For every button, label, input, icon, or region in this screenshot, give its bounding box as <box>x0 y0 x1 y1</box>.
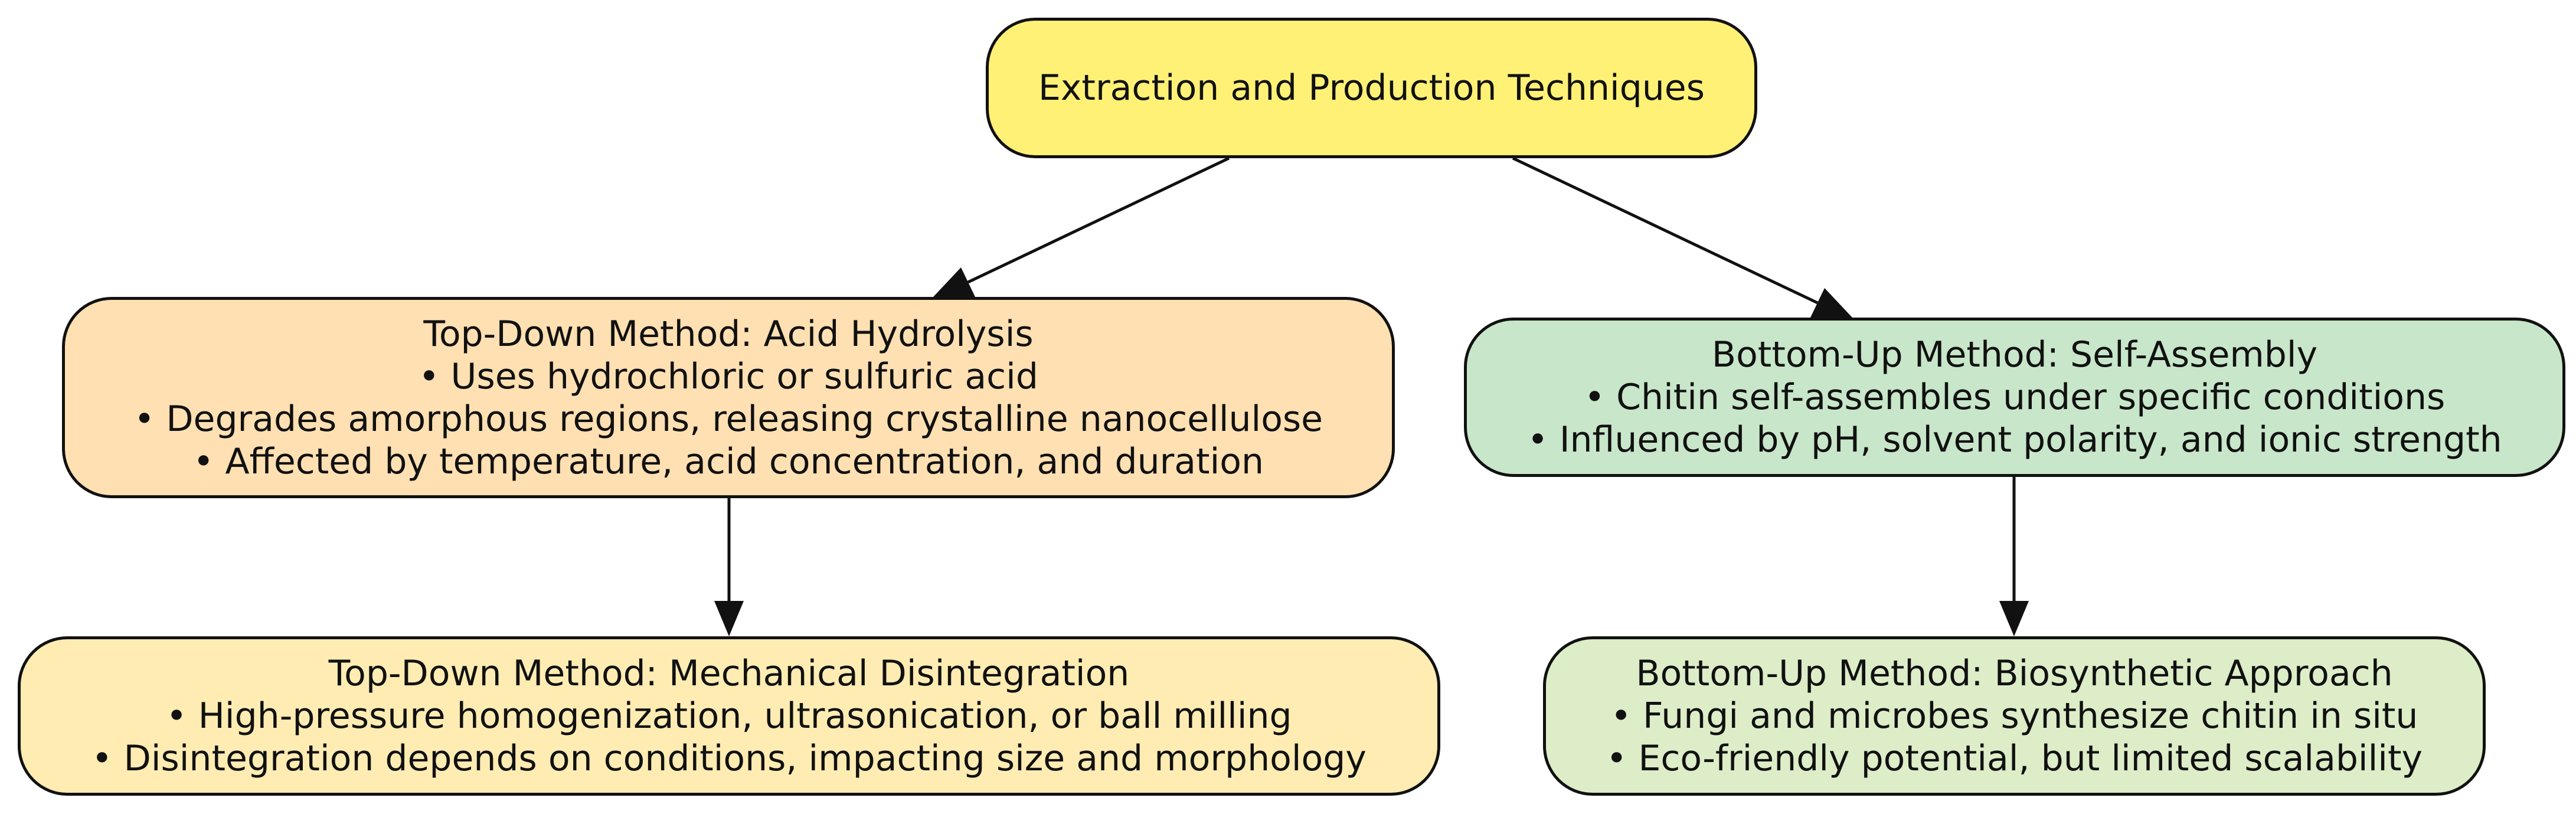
node-bullet: • Uses hydrochloric or sulfuric acid <box>419 355 1038 397</box>
arrowhead-icon <box>1999 601 2029 636</box>
arrowhead-icon <box>933 267 975 297</box>
node-bullet: • High-pressure homogenization, ultrason… <box>166 695 1292 737</box>
node-title: Bottom-Up Method: Self-Assembly <box>1711 334 2318 375</box>
node-bullet: • Chitin self-assembles under specific c… <box>1584 377 2446 418</box>
edge-root-to-acid-hydrolysis <box>933 156 1230 297</box>
node-extraction-production-techniques: Extraction and Production Techniques <box>986 18 1757 158</box>
edge-line <box>1512 156 1819 305</box>
node-bullet: • Eco-friendly potential, but limited sc… <box>1606 738 2423 779</box>
node-title: Top-Down Method: Mechanical Disintegrati… <box>328 653 1130 694</box>
edge-acid-hydrolysis-to-mechanical <box>714 498 744 636</box>
node-title: Top-Down Method: Acid Hydrolysis <box>423 313 1034 355</box>
arrowhead-icon <box>1810 288 1852 318</box>
node-biosynthetic-approach: Bottom-Up Method: Biosynthetic Approach … <box>1543 636 2486 796</box>
edge-root-to-self-assembly <box>1512 156 1852 318</box>
node-self-assembly: Bottom-Up Method: Self-Assembly • Chitin… <box>1464 318 2565 477</box>
edge-self-assembly-to-biosynthetic <box>1999 477 2029 636</box>
arrowhead-icon <box>714 601 744 636</box>
node-mechanical-disintegration: Top-Down Method: Mechanical Disintegrati… <box>18 636 1440 796</box>
node-acid-hydrolysis: Top-Down Method: Acid Hydrolysis • Uses … <box>62 297 1395 498</box>
node-title: Bottom-Up Method: Biosynthetic Approach <box>1636 653 2393 694</box>
node-bullet: • Fungi and microbes synthesize chitin i… <box>1610 695 2418 737</box>
node-bullet: • Influenced by pH, solvent polarity, an… <box>1527 419 2502 460</box>
node-bullet: • Disintegration depends on conditions, … <box>91 738 1367 779</box>
node-bullet: • Degrades amorphous regions, releasing … <box>133 398 1323 440</box>
node-title: Extraction and Production Techniques <box>1038 67 1705 109</box>
node-bullet: • Affected by temperature, acid concentr… <box>192 440 1264 482</box>
edge-line <box>967 156 1230 284</box>
